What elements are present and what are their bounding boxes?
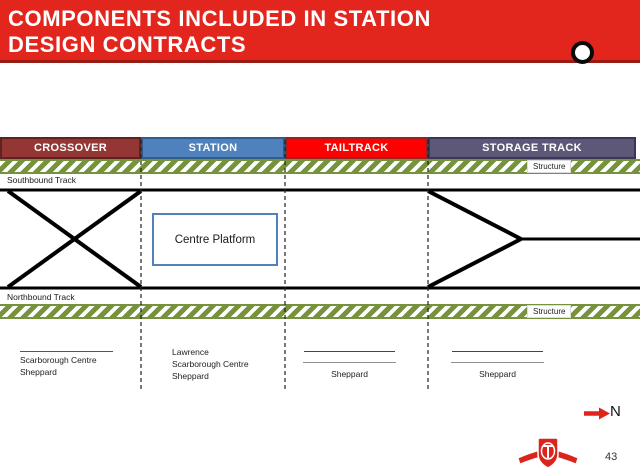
structure-label-bottom: Structure bbox=[527, 305, 572, 318]
tailtrack-stations-rule-1 bbox=[304, 351, 395, 352]
station-section-stations: Lawrence Scarborough Centre Sheppard bbox=[172, 346, 249, 382]
crossover-stations-rule bbox=[20, 351, 113, 352]
northbound-track-label: Northbound Track bbox=[7, 292, 75, 302]
slide-title-line-1: COMPONENTS INCLUDED IN STATION bbox=[8, 6, 431, 31]
legend-bar-station: STATION bbox=[141, 137, 285, 159]
storage-converge-lower bbox=[427, 237, 522, 289]
north-label: N bbox=[610, 403, 621, 420]
storage-stations: Sheppard bbox=[452, 368, 543, 380]
station-name: Scarborough Centre bbox=[172, 359, 249, 369]
structure-label-top: Structure bbox=[527, 160, 572, 173]
title-banner: COMPONENTS INCLUDED IN STATION DESIGN CO… bbox=[0, 0, 640, 63]
storage-stations-rule-2 bbox=[451, 362, 544, 363]
north-arrow-icon bbox=[584, 407, 610, 420]
centre-platform-box: Centre Platform bbox=[152, 213, 278, 266]
southbound-track-label: Southbound Track bbox=[7, 175, 76, 185]
decorative-circle bbox=[571, 41, 594, 64]
station-name: Sheppard bbox=[172, 371, 209, 381]
storage-converge-upper bbox=[427, 189, 522, 241]
ttc-logo-monogram-t bbox=[543, 445, 553, 458]
page-number: 43 bbox=[605, 451, 618, 463]
structure-hatch-bottom bbox=[0, 304, 640, 319]
station-name: Scarborough Centre bbox=[20, 355, 97, 365]
station-name: Sheppard bbox=[20, 367, 57, 377]
tailtrack-stations-rule-2 bbox=[303, 362, 396, 363]
tailtrack-stations: Sheppard bbox=[304, 368, 395, 380]
centre-platform-label: Centre Platform bbox=[174, 233, 256, 246]
crossover-stations: Scarborough Centre Sheppard bbox=[20, 354, 97, 378]
ttc-logo-icon bbox=[517, 437, 579, 469]
slide-title: COMPONENTS INCLUDED IN STATION DESIGN CO… bbox=[0, 0, 640, 58]
station-name: Lawrence bbox=[172, 347, 209, 357]
station-name: Sheppard bbox=[479, 369, 516, 379]
crossover-diagonal-1 bbox=[6, 189, 143, 289]
north-arrow-head bbox=[599, 407, 610, 420]
structure-hatch-top bbox=[0, 159, 640, 174]
crossover-diagonal-2 bbox=[6, 189, 143, 289]
ttc-logo-monogram-ring bbox=[540, 442, 556, 460]
slide-title-line-2: DESIGN CONTRACTS bbox=[8, 32, 247, 57]
legend-bar-storage-track: STORAGE TRACK bbox=[428, 137, 636, 159]
legend-bar-crossover: CROSSOVER bbox=[0, 137, 141, 159]
legend-bar-tailtrack: TAILTRACK bbox=[285, 137, 428, 159]
station-name: Sheppard bbox=[331, 369, 368, 379]
storage-stations-rule-1 bbox=[452, 351, 543, 352]
